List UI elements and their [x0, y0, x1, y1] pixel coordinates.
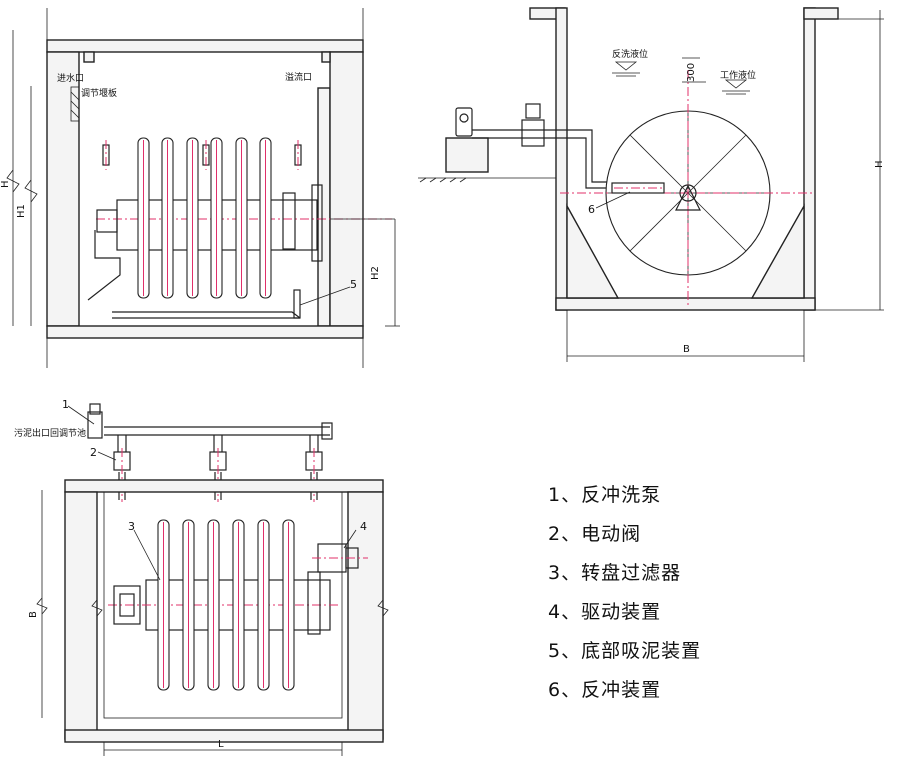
dim-300: 300	[686, 63, 697, 82]
plan-tank-interior	[103, 491, 343, 719]
front-backwash-device	[611, 182, 665, 194]
callout-4: 4	[360, 520, 367, 533]
plan-top-wall	[64, 479, 384, 493]
label-backwash-level: 反洗液位	[612, 48, 648, 60]
legend-item-drive-device: 4、驱动装置	[548, 601, 662, 623]
label-weir-plate: 调节堰板	[81, 87, 117, 99]
weir-plate-hatch	[70, 86, 80, 122]
callout-6: 6	[588, 203, 595, 216]
side-filter-discs	[137, 137, 272, 299]
side-bearing	[96, 209, 118, 233]
front-pump-base	[445, 137, 489, 173]
plan-backwash-pump	[87, 411, 103, 439]
label-overflow: 溢流口	[285, 71, 312, 83]
side-drive-wheel	[282, 192, 296, 250]
plan-view: 1 2 污泥出口回调节池 B L	[14, 398, 389, 756]
plan-filter-discs	[157, 519, 295, 691]
plan-left-wall	[64, 491, 98, 740]
front-right-wall	[803, 7, 816, 311]
front-left-fillet	[566, 203, 620, 299]
legend-item-electric-valve: 2、电动阀	[548, 523, 642, 545]
plan-bottom-wall	[64, 729, 384, 743]
legend-item-sludge-suction: 5、底部吸泥装置	[548, 640, 702, 662]
legend: 1、反冲洗泵 2、电动阀 3、转盘过滤器 4、驱动装置 5、底部吸泥装置 6、反…	[548, 480, 701, 714]
backwash-pump	[455, 107, 473, 137]
label-sludge-outlet: 污泥出口回调节池	[14, 427, 86, 439]
dim-H1: H1	[16, 204, 27, 218]
side-right-wall	[317, 87, 331, 327]
legend-item-backwash-pump: 1、反冲洗泵	[548, 484, 662, 506]
front-right-fillet	[750, 203, 805, 299]
side-top-slab	[46, 39, 364, 53]
dim-H2: H2	[370, 266, 381, 280]
callout-5: 5	[350, 278, 357, 291]
front-section-view: 6 反洗液位 工作液位 300 H B	[418, 7, 885, 362]
side-section-view: 5 进水口 调节堰板 溢流口 H H1 H2	[0, 8, 400, 368]
callout-2: 2	[90, 446, 97, 459]
callout-1: 1	[62, 398, 69, 411]
side-right-wall-outer	[329, 51, 364, 327]
plan-drive-wheel	[307, 571, 321, 635]
label-inlet: 进水口	[57, 72, 84, 84]
front-left-wall	[555, 7, 568, 311]
front-water-levels	[612, 57, 750, 95]
dim-H-side: H	[0, 180, 11, 188]
front-electric-valve	[521, 119, 545, 147]
side-nozzles	[102, 140, 302, 170]
plan-bearing	[113, 585, 141, 625]
plan-header-pipe	[104, 426, 330, 436]
legend-item-backwash-device: 6、反冲装置	[548, 679, 662, 701]
front-backwash-pipe	[472, 129, 612, 189]
side-bottom-slab	[46, 325, 364, 339]
dim-H-front: H	[874, 160, 885, 168]
legend-item-disc-filter: 3、转盘过滤器	[548, 562, 682, 584]
callout-3: 3	[128, 520, 135, 533]
dim-L: L	[218, 739, 224, 750]
label-working-level: 工作液位	[720, 69, 756, 81]
side-sludge-pipe	[112, 311, 301, 319]
side-left-wall	[46, 51, 80, 327]
front-bottom-slab	[555, 297, 816, 311]
dim-B-front: B	[683, 344, 690, 355]
dim-B-plan: B	[28, 611, 39, 618]
